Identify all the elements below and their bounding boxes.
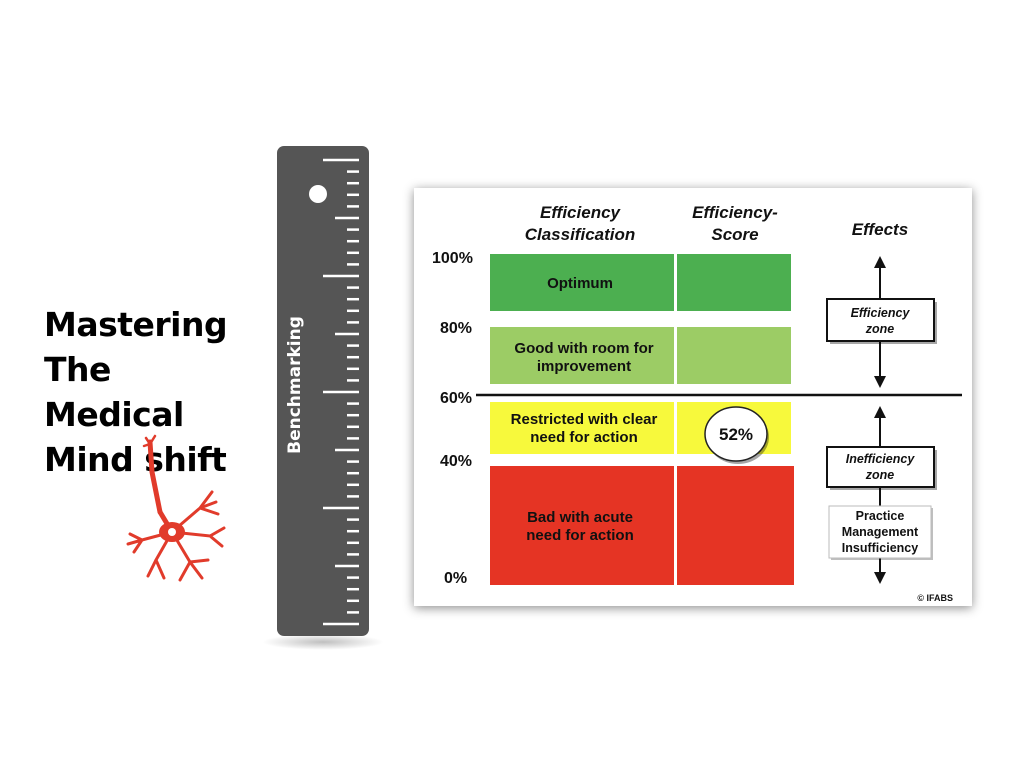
brand-title: Mastering The Medical Mind shift	[44, 302, 228, 482]
brand-line-2: The	[44, 350, 111, 389]
efficiency-zone-line-1: Efficiency	[851, 306, 911, 320]
band-label-bad-line-2: need for action	[526, 527, 634, 544]
band-optimum-score	[677, 254, 791, 311]
brand-line-4: Mind shift	[44, 440, 227, 479]
band-good-score	[677, 327, 791, 384]
efficiency-arrow	[874, 256, 886, 388]
band-good-class	[490, 327, 674, 384]
copyright: © IFABS	[917, 593, 953, 603]
ruler-label: Benchmarking	[285, 316, 305, 454]
header-classification-line-2: Classification	[525, 225, 636, 244]
header-classification-line-1: Efficiency	[540, 203, 622, 222]
efficiency-diagram: Efficiency Classification Efficiency- Sc…	[414, 188, 972, 606]
header-effects: Effects	[852, 220, 908, 239]
header-score-line-1: Efficiency-	[692, 203, 778, 222]
score-marker: 52%	[704, 406, 769, 464]
scale-label-60: 60%	[440, 390, 472, 407]
scale-label-40: 40%	[440, 453, 472, 470]
practice-line-3: Insufficiency	[842, 541, 918, 555]
brand-line-3: Medical	[44, 395, 184, 434]
ruler-shadow	[262, 634, 384, 650]
band-label-good-line-1: Good with room for	[514, 340, 653, 357]
inefficiency-zone-line-1: Inefficiency	[846, 452, 916, 466]
band-label-good-line-2: improvement	[537, 358, 631, 375]
neuron-icon	[126, 434, 226, 582]
band-label-restricted-line-2: need for action	[530, 429, 638, 446]
efficiency-zone-line-2: zone	[865, 322, 895, 336]
ruler-ticks	[309, 158, 359, 626]
band-optimum-class	[490, 254, 674, 311]
scale-label-80: 80%	[440, 320, 472, 337]
header-score-line-2: Score	[711, 225, 758, 244]
band-label-bad-line-1: Bad with acute	[527, 509, 633, 526]
efficiency-zone-box	[826, 298, 935, 342]
practice-line-1: Practice	[856, 509, 905, 523]
band-label-optimum: Optimum	[547, 275, 613, 292]
score-value: 52%	[719, 425, 753, 444]
practice-management-box	[828, 505, 932, 559]
band-restricted-class	[490, 402, 674, 454]
inefficiency-arrow	[874, 406, 886, 584]
ruler-hole	[309, 185, 327, 203]
band-bad-score	[677, 466, 794, 585]
inefficiency-zone-line-2: zone	[865, 468, 895, 482]
band-label-restricted-line-1: Restricted with clear	[511, 411, 658, 428]
band-bad-class	[490, 466, 674, 585]
scale-label-100: 100%	[432, 250, 473, 267]
brand-line-1: Mastering	[44, 305, 228, 344]
practice-line-2: Management	[842, 525, 919, 539]
scale-label-0: 0%	[444, 570, 467, 587]
inefficiency-zone-box	[826, 446, 935, 488]
